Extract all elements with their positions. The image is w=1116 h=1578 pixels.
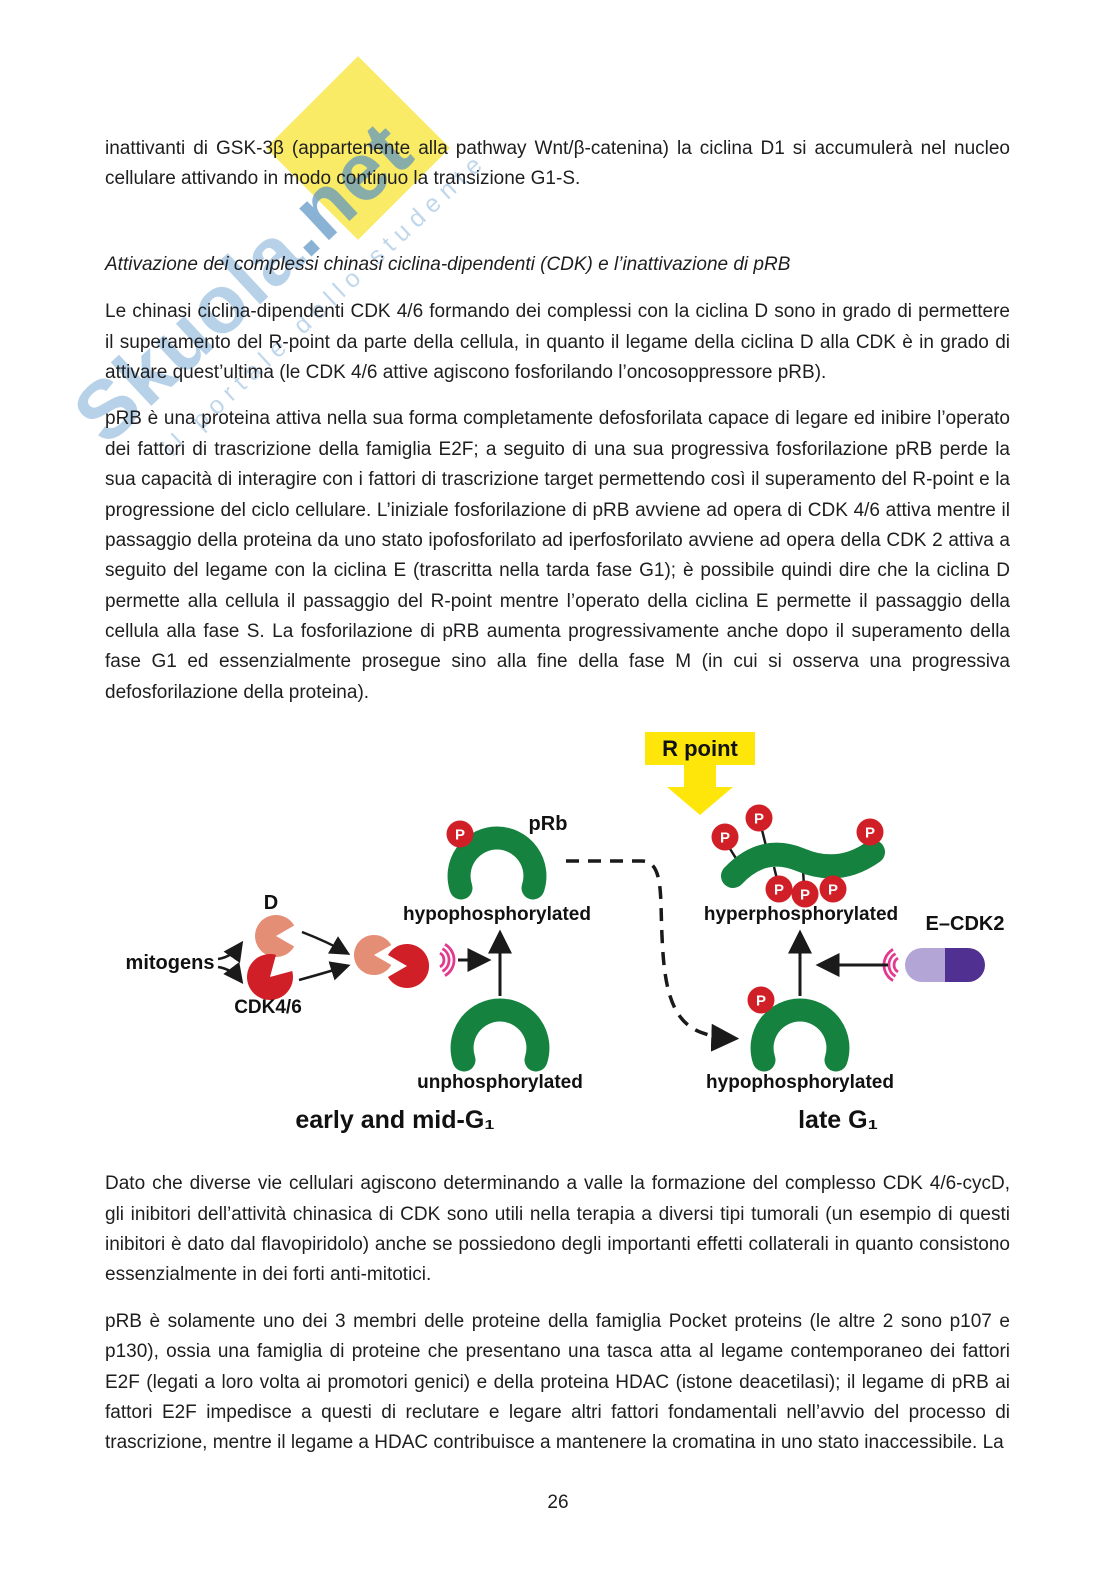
phosphate-letter: P	[774, 882, 784, 899]
page-number: 26	[547, 1492, 569, 1513]
r-point-label: R point	[662, 736, 738, 761]
activity-arc-icon	[892, 957, 899, 974]
prb-unphosphorylated-group: unphosphorylated	[417, 998, 583, 1093]
phosphate-icon	[856, 818, 884, 846]
cdk46-shape	[246, 954, 293, 1001]
prb-hyperphosphorylated-group: P P P P P P hyperphosphorylated	[704, 804, 898, 925]
paragraph-cdk46: Le chinasi ciclina-dipendenti CDK 4/6 fo…	[105, 301, 1010, 383]
phosphate-letter: P	[828, 882, 838, 899]
r-point-callout: R point	[645, 732, 755, 816]
paragraph-inhibitors: Dato che diverse vie cellulari agiscono …	[105, 1173, 1010, 1286]
phosphate-letter: P	[720, 830, 730, 847]
mitogens-to-cdk46-arrow	[217, 962, 244, 985]
phosphate-letter: P	[756, 993, 766, 1010]
phosphate-letter: P	[754, 811, 764, 828]
phosphate-icon	[765, 875, 793, 903]
hyperphosphorylated-label: hyperphosphorylated	[704, 904, 898, 925]
phosphate-icon	[791, 880, 819, 908]
late-g1-caption: late G₁	[798, 1106, 878, 1134]
phosphate-letter: P	[800, 887, 810, 904]
r-point-transition-dashed-arrow	[566, 859, 740, 1052]
document-page: inattivanti di GSK-3β (appartenente alla…	[0, 138, 1116, 1454]
r-point-down-arrow-icon	[667, 765, 733, 816]
phosphate-icon	[446, 820, 474, 848]
phosphate-icon	[819, 875, 847, 903]
complex-cdk46-shape	[388, 944, 430, 989]
phosphate-icon	[711, 823, 739, 851]
complex-cyclin-d-shape	[353, 935, 392, 976]
activity-arc-icon	[439, 952, 446, 969]
paragraph-pocket-proteins: pRB è solamente uno dei 3 membri delle p…	[105, 1310, 1010, 1454]
cyclin-d-to-complex-arrow	[301, 931, 351, 956]
cdk46-label: CDK4/6	[234, 997, 302, 1018]
activity-arc-icon	[441, 947, 451, 973]
early-mid-g1-caption: early and mid-G₁	[295, 1106, 494, 1134]
prb-phosphorylation-figure: R point pRb P hypophosphorylated	[0, 708, 1116, 1153]
e-cdk2-group: E–CDK2	[815, 913, 1005, 983]
paragraph-prb: pRB è una proteina attiva nella sua form…	[105, 408, 1010, 703]
r-point-label-bg	[645, 732, 755, 766]
cdk2-pill-half	[945, 948, 985, 983]
section-heading: Attivazione dei complessi chinasi ciclin…	[105, 253, 791, 275]
e-cdk2-label: E–CDK2	[926, 913, 1005, 935]
prb-label: pRb	[529, 813, 568, 835]
mitogens-to-cyclin-d-arrow	[217, 941, 244, 964]
prb-arc-shape	[750, 998, 850, 1072]
activity-arc-icon	[444, 943, 456, 978]
prb-flattened-shape	[721, 840, 885, 889]
hypophosphorylated-late-label: hypophosphorylated	[706, 1072, 894, 1093]
unphosphorylated-label: unphosphorylated	[417, 1072, 583, 1093]
figure-canvas: R point pRb P hypophosphorylated	[126, 732, 1005, 1134]
phosphate-icon	[747, 986, 775, 1014]
prb-hypophosphorylated-early-group: pRb P hypophosphorylated	[403, 813, 591, 997]
hypophosphorylated-early-label: hypophosphorylated	[403, 904, 591, 925]
mitogen-cascade-group: mitogens D CDK4/6	[126, 892, 351, 1018]
paragraph-gsk3b: inattivanti di GSK-3β (appartenente alla…	[105, 138, 1010, 190]
phosphate-letter: P	[865, 825, 875, 842]
phosphate-letter: P	[455, 827, 465, 844]
mitogens-label: mitogens	[126, 952, 215, 974]
prb-arc-shape	[447, 826, 547, 900]
cyclin-d-shape	[255, 915, 295, 958]
cyclin-d-label: D	[264, 892, 278, 914]
cyclin-e-pill-half	[905, 948, 945, 983]
phosphate-icon	[745, 804, 773, 832]
activity-arc-icon	[887, 952, 897, 978]
cyclin-d-cdk46-complex-group	[353, 935, 492, 989]
cdk46-to-complex-arrow	[298, 961, 351, 982]
prb-arc-shape	[450, 998, 550, 1072]
prb-hypophosphorylated-late-group: P hypophosphorylated	[706, 929, 894, 1093]
